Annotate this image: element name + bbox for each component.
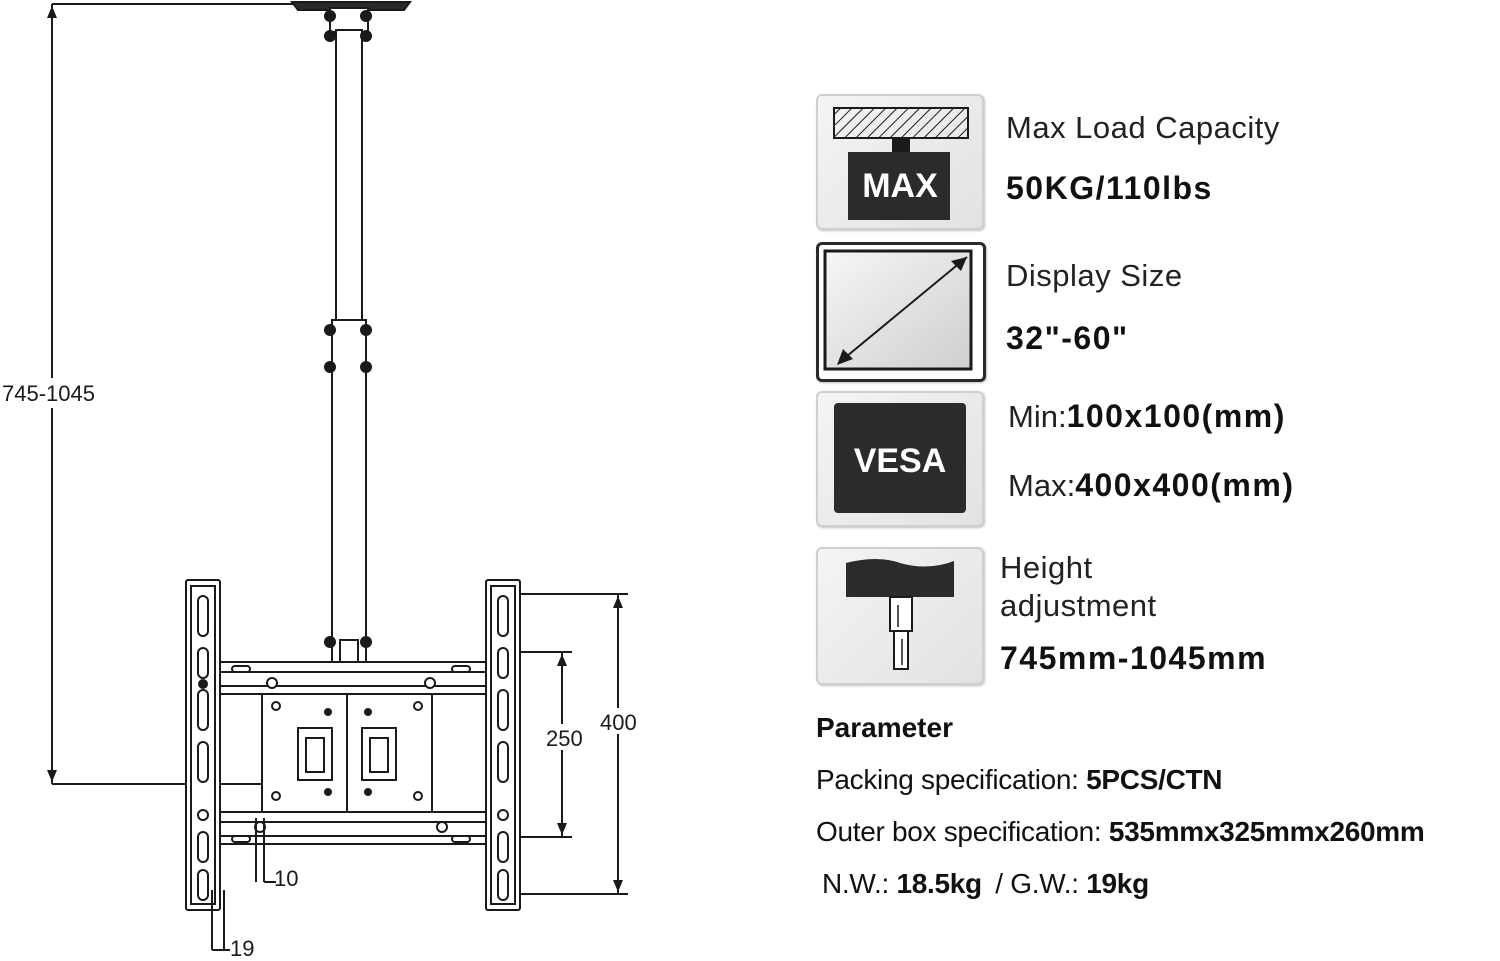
diagonal-screen-icon (823, 249, 973, 371)
offset-a-label: 10 (274, 866, 298, 891)
height-adjust-card (816, 547, 984, 685)
pole-height-label: 745-1045 (2, 381, 95, 406)
outer-box-label: Outer box specification: (816, 816, 1102, 847)
load-badge-text: MAX (862, 167, 938, 205)
vesa-min-value: 100x100(mm) (1066, 398, 1286, 434)
height-value: 745mm-1045mm (1000, 640, 1268, 676)
load-capacity-label: Max Load Capacity (1006, 110, 1280, 145)
outer-box-row: Outer box specification: 535mmx325mmx260… (816, 816, 1425, 848)
ceiling-weight-icon: MAX (833, 107, 969, 220)
vesa-min-label: Min: (1008, 399, 1067, 434)
vesa-max-label: Max: (1008, 468, 1076, 503)
vesa-max-value: 400x400(mm) (1075, 467, 1295, 503)
offset-b-label: 19 (230, 936, 254, 961)
vesa-outer-label: 400 (600, 710, 637, 735)
packing-spec-value: 5PCS/CTN (1086, 764, 1223, 795)
central-mounting-plate (261, 693, 433, 813)
packing-spec-row: Packing specification: 5PCS/CTN (816, 764, 1223, 796)
gross-weight-value: 19kg (1086, 868, 1149, 899)
parameter-heading: Parameter (816, 712, 953, 743)
vesa-max-row: Max:400x400(mm) (1008, 467, 1294, 504)
vesa-inner-label: 250 (546, 726, 583, 751)
telescopic-pole (324, 7, 372, 667)
height-adjust-spec: Height adjustment 745mm-1045mm (1000, 550, 1267, 677)
height-label-line2: adjustment (1000, 588, 1157, 623)
weight-row: N.W.: 18.5kg / G.W.: 19kg (822, 868, 1149, 900)
telescopic-pole-icon (846, 559, 954, 670)
left-vertical-arm (185, 579, 221, 911)
right-vertical-arm (485, 579, 521, 911)
height-label-line1: Height (1000, 550, 1093, 585)
net-weight-label: N.W.: (822, 868, 889, 899)
display-size-value: 32"-60" (1006, 320, 1129, 356)
load-capacity-card: MAX (816, 94, 984, 230)
vesa-badge-text: VESA (854, 442, 947, 480)
gross-weight-label: / G.W.: (995, 868, 1079, 899)
net-weight-value: 18.5kg (896, 868, 982, 899)
display-size-card (816, 242, 986, 382)
offset-dimensions (211, 818, 276, 951)
outer-box-value: 535mmx325mmx260mm (1108, 816, 1425, 847)
ceiling-plate (290, 1, 412, 11)
packing-spec-label: Packing specification: (816, 764, 1079, 795)
load-capacity-value: 50KG/110lbs (1006, 170, 1213, 206)
display-size-spec: Display Size 32"-60" (1006, 258, 1183, 357)
display-size-label: Display Size (1006, 258, 1183, 293)
vesa-min-row: Min:100x100(mm) (1008, 398, 1286, 435)
vesa-badge-icon: VESA (834, 403, 966, 513)
mount-technical-drawing: 745-1045 (2, 1, 637, 961)
load-capacity-spec: Max Load Capacity 50KG/110lbs (1006, 110, 1280, 207)
vesa-card: VESA (816, 391, 984, 527)
